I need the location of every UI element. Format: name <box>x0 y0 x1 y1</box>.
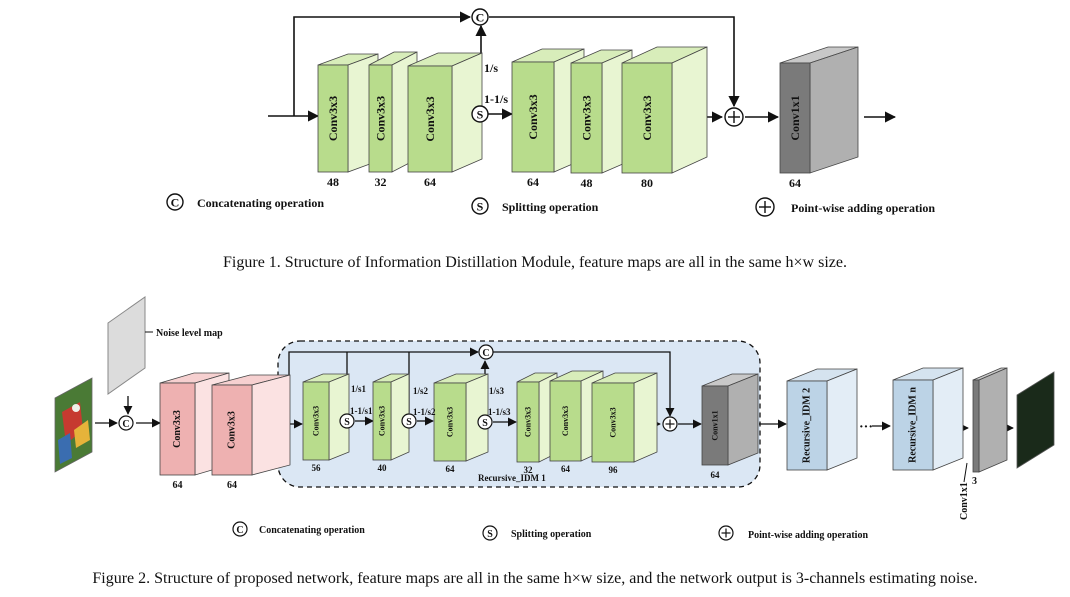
fig1-block-6: Conv3x3 80 <box>621 46 708 190</box>
input-image <box>54 377 93 473</box>
add-symbol <box>724 107 744 127</box>
svg-text:S: S <box>477 200 484 214</box>
fig1-block-1-channels: 48 <box>327 175 339 189</box>
legend2-add-label: Point-wise adding operation <box>748 530 868 541</box>
figure-1-caption: Figure 1. Structure of Information Disti… <box>223 254 847 271</box>
legend2-concat-label: Concatenating operation <box>259 525 365 536</box>
ellipsis-dots: ··· <box>859 420 873 435</box>
idm-conv-block-3-channels: 64 <box>446 464 456 474</box>
idm-conv-block-3-label: Conv3x3 <box>446 407 455 437</box>
svg-text:C: C <box>236 525 243 536</box>
fig1-block-3: Conv3x3 64 <box>407 52 483 189</box>
fig1-block-3-label: Conv3x3 <box>423 96 437 141</box>
figure-2-network-structure: Noise level map <box>54 296 1055 541</box>
split-symbol-1: S <box>339 413 355 429</box>
fig1-block-2-label: Conv3x3 <box>374 96 388 141</box>
final-conv-label: Conv1x1 <box>959 482 970 520</box>
split1-upper-label: 1/s1 <box>351 384 367 394</box>
idm-conv-block-2-channels: 40 <box>378 463 388 473</box>
legend-add-label: Point-wise adding operation <box>791 201 935 215</box>
figure-2-caption: Figure 2. Structure of proposed network,… <box>92 570 978 587</box>
figure-2-blocks: Conv3x364Conv3x364Conv3x356Conv3x340Conv… <box>159 367 1008 491</box>
head-conv-block-1-label: Conv3x3 <box>172 410 183 448</box>
recursive-idm-n-block: Recursive_IDM n <box>892 367 964 471</box>
figure-1-blocks: Conv3x348Conv3x332Conv3x364Conv3x364Conv… <box>317 46 859 190</box>
idm-conv-block-6: Conv3x3 96 <box>591 372 658 475</box>
figure-1-legend: C Concatenating operation S Splitting op… <box>166 193 935 217</box>
svg-text:C: C <box>171 196 180 210</box>
split-symbol-2: S <box>401 413 417 429</box>
output-noise-image <box>1016 371 1055 469</box>
head-conv-block-2-label: Conv3x3 <box>227 411 238 449</box>
head-conv-block-2-channels: 64 <box>227 480 237 491</box>
idm-conv-block-3: Conv3x3 64 <box>433 373 489 474</box>
final-conv-channels: 3 <box>972 476 977 487</box>
split-lower-label: 1-1/s <box>484 92 508 106</box>
idm-conv-block-2-label: Conv3x3 <box>378 406 387 436</box>
fig1-block-5-label: Conv3x3 <box>580 95 594 140</box>
head-conv-block-2: Conv3x3 64 <box>211 374 291 491</box>
fig1-block-4-label: Conv3x3 <box>526 94 540 139</box>
split-upper-label: 1/s <box>484 61 498 75</box>
svg-text:S: S <box>477 108 484 122</box>
idm-conv-block-4-label: Conv3x3 <box>524 407 533 437</box>
fig1-block-7-channels: 64 <box>789 176 801 190</box>
split-symbol-3: S <box>477 414 493 430</box>
idm-conv-block-2: Conv3x3 40 <box>372 373 410 473</box>
idm-conv-block-5-label: Conv3x3 <box>561 406 570 436</box>
fig1-block-6-channels: 80 <box>641 176 653 190</box>
fig1-block-2-channels: 32 <box>375 175 387 189</box>
svg-text:S: S <box>482 418 488 429</box>
split3-upper-label: 1/s3 <box>489 386 505 396</box>
fig1-block-1-label: Conv3x3 <box>326 96 340 141</box>
idm-conv-block-5-channels: 64 <box>561 464 571 474</box>
recursive-idm-2-block: Recursive_IDM 2 <box>786 368 858 471</box>
fig1-block-7: Conv1x1 64 <box>779 46 859 190</box>
input-concat-symbol: C <box>118 415 134 431</box>
split3-lower-label: 1-1/s3 <box>488 407 511 417</box>
figure-1-idm-structure: Conv3x348Conv3x332Conv3x364Conv3x364Conv… <box>166 8 935 217</box>
idm-conv-block-1-channels: 56 <box>312 463 322 473</box>
svg-text:S: S <box>344 417 350 428</box>
head-conv-block-1-channels: 64 <box>173 480 183 491</box>
split2-lower-label: 1-1/s2 <box>413 407 436 417</box>
legend-split-label: Splitting operation <box>502 200 599 214</box>
svg-text:C: C <box>122 419 129 430</box>
fig1-block-4-channels: 64 <box>527 175 539 189</box>
idm-conv-block-4-channels: 32 <box>524 465 534 475</box>
concat-symbol: C <box>471 8 489 26</box>
fig1-block-6-label: Conv3x3 <box>640 95 654 140</box>
idm-conv-block-6-channels: 96 <box>609 465 619 475</box>
idm-out-conv1x1-label: Conv1x1 <box>711 410 720 440</box>
figure-2-legend: C Concatenating operation S Splitting op… <box>232 521 868 541</box>
idm-conv-block-1: Conv3x3 56 <box>302 373 350 473</box>
fig1-block-3-channels: 64 <box>424 175 436 189</box>
recursive-idm-n-block-label: Recursive_IDM n <box>908 387 919 463</box>
split1-lower-label: 1-1/s1 <box>350 406 373 416</box>
idm-concat-symbol: C <box>478 344 494 360</box>
idm-out-conv1x1-channels: 64 <box>711 470 721 480</box>
fig1-block-7-label: Conv1x1 <box>788 95 802 140</box>
idm-add-symbol <box>662 416 678 432</box>
final-conv1x1-block <box>972 367 1008 473</box>
recursive-idm-2-block-label: Recursive_IDM 2 <box>802 388 813 463</box>
noise-level-map <box>107 296 146 395</box>
idm-out-conv1x1: Conv1x1 64 <box>701 373 759 480</box>
idm-conv-block-1-label: Conv3x3 <box>312 406 321 436</box>
noise-level-map-label: Noise level map <box>156 328 223 339</box>
split-symbol: S <box>471 105 489 123</box>
svg-text:S: S <box>406 417 412 428</box>
svg-text:S: S <box>487 529 493 540</box>
split2-upper-label: 1/s2 <box>413 386 429 396</box>
idm-conv-block-6-label: Conv3x3 <box>609 407 618 437</box>
legend-concat-label: Concatenating operation <box>197 196 324 210</box>
legend2-split-label: Splitting operation <box>511 529 592 540</box>
split-ratio-labels: 1/s1 1-1/s1 1/s2 1-1/s2 1/s3 1-1/s3 <box>350 384 511 417</box>
fig1-block-5-channels: 48 <box>581 176 593 190</box>
svg-text:C: C <box>476 11 485 25</box>
idm-name-label: Recursive_IDM 1 <box>478 473 546 483</box>
svg-text:C: C <box>482 348 489 359</box>
